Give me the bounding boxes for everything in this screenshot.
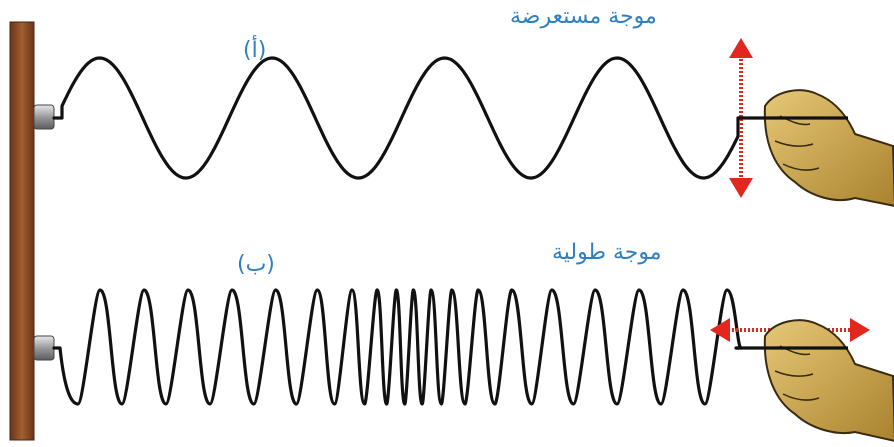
transverse-wave xyxy=(52,56,740,180)
longitudinal-wave-title: موجة طولية xyxy=(552,240,662,265)
hook-icon xyxy=(33,335,55,361)
transverse-wave-title: موجة مستعرضة xyxy=(510,4,657,29)
hand-icon xyxy=(763,89,894,207)
hook-icon xyxy=(33,104,55,130)
wall xyxy=(9,21,35,441)
hand-icon xyxy=(763,319,894,442)
transverse-wave-tag: (أ) xyxy=(243,38,267,63)
longitudinal-wave-tag: (ب) xyxy=(237,252,275,277)
longitudinal-wave xyxy=(52,288,743,406)
